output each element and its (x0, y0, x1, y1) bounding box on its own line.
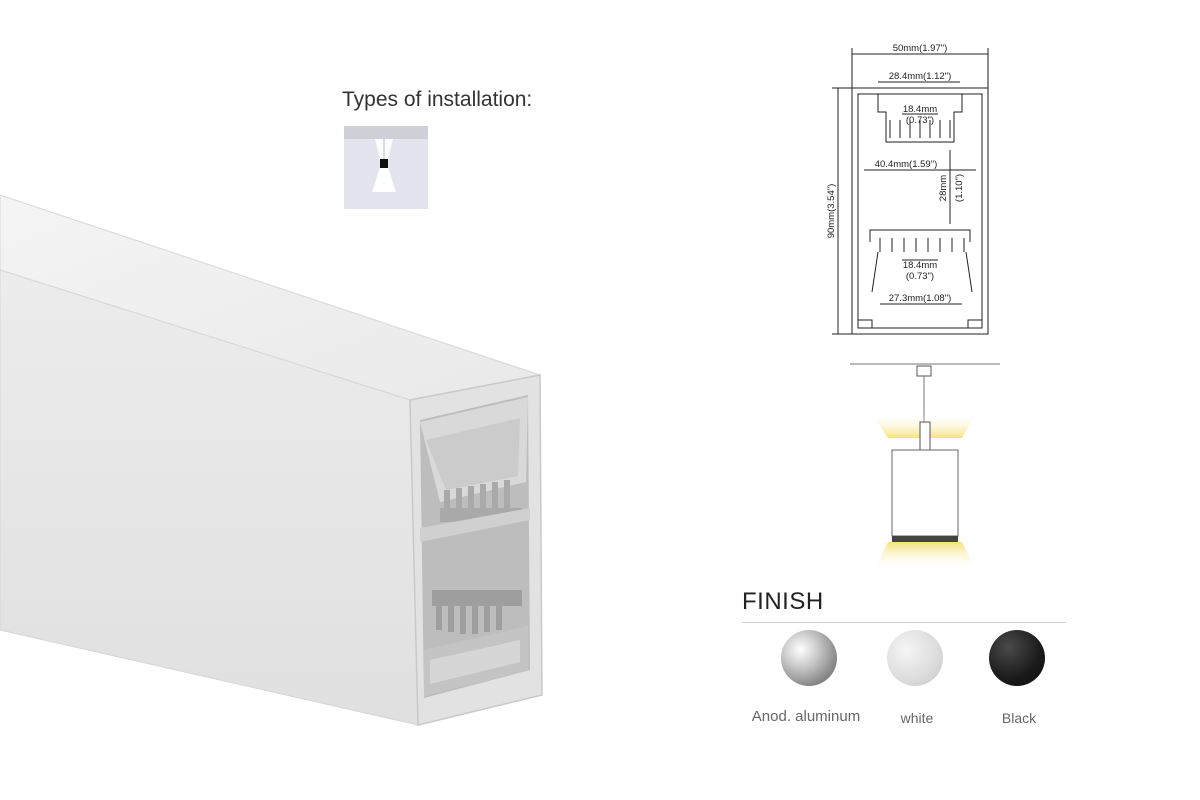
dim-inner-height-inch: (1.10") (954, 174, 965, 202)
dim-total-width: 50mm(1.97") (893, 43, 948, 54)
dim-bottom-opening: 27.3mm(1.08") (889, 293, 952, 304)
finish-title: FINISH (742, 588, 824, 615)
dim-lower-channel-inch: (0.73") (906, 271, 934, 282)
finish-swatch-white[interactable] (887, 630, 943, 686)
finish-label-white: white (900, 710, 934, 726)
profile-section-drawing: 50mm(1.97") 28.4mm(1.12") 18.4mm (0.73")… (820, 42, 1010, 347)
installation-title: Types of installation: (342, 88, 533, 111)
pendant-light-illustration (850, 358, 1000, 578)
dim-inner-width: 40.4mm(1.59") (875, 159, 938, 170)
finish-divider (742, 622, 1066, 623)
dim-top-opening: 28.4mm(1.12") (889, 71, 952, 82)
finish-swatch-black[interactable] (989, 630, 1045, 686)
finish-swatch-anodized[interactable] (781, 630, 837, 686)
profile-product-image (0, 190, 545, 735)
dim-upper-channel-inch: (0.73") (906, 115, 934, 126)
dim-inner-height: 28mm (938, 175, 949, 201)
finish-label-black: Black (1001, 710, 1037, 726)
dim-upper-channel: 18.4mm (903, 104, 937, 115)
finish-label-anodized: Anod. aluminum (751, 708, 861, 725)
pendant-installation-icon (344, 126, 428, 209)
dim-lower-channel: 18.4mm (903, 260, 937, 271)
dim-total-height: 90mm(3.54") (826, 184, 837, 239)
